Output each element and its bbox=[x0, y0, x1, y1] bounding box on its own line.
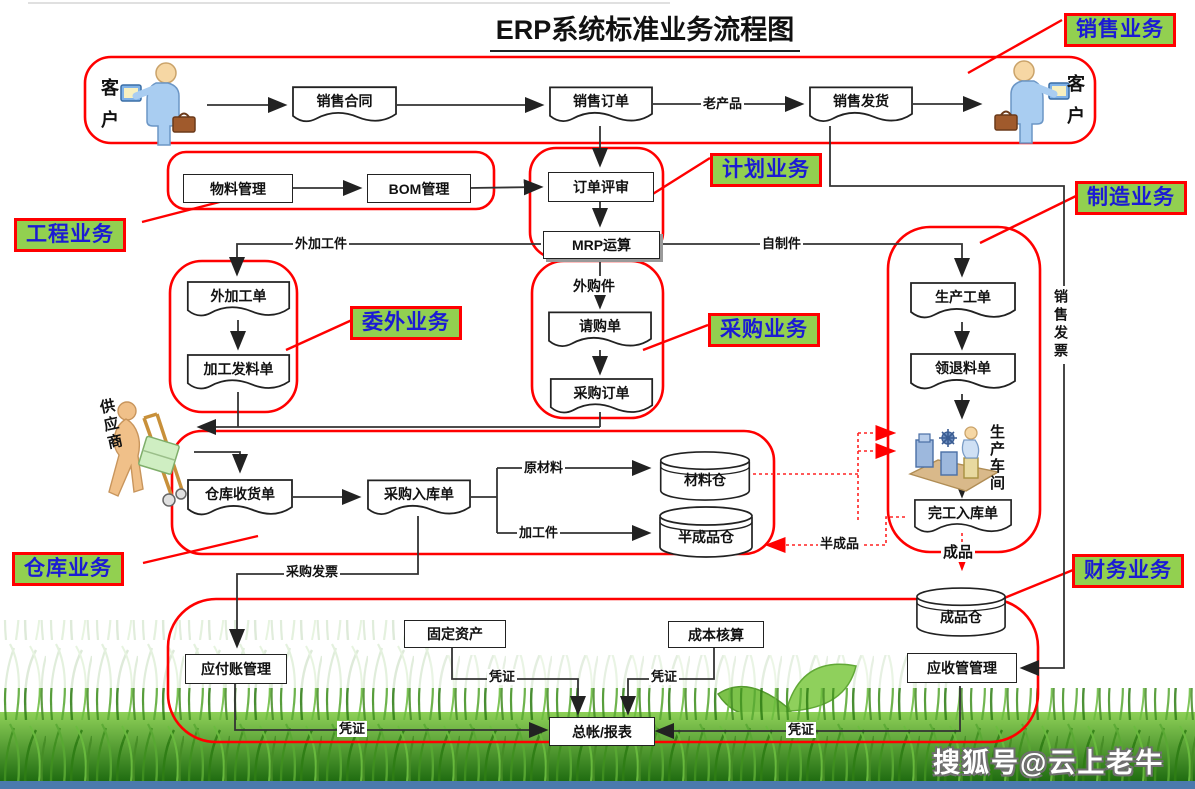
node-order-review: 订单评审 bbox=[548, 172, 654, 202]
group-label-planning: 计划业务 bbox=[710, 153, 822, 188]
node-fixed-assets: 固定资产 bbox=[404, 620, 506, 648]
node-outsource-issue: 加工发料单 bbox=[203, 361, 274, 377]
edge-label-self-made-parts: 自制件 bbox=[760, 236, 804, 252]
group-label-manufacturing: 制造业务 bbox=[1075, 181, 1187, 216]
edge-label-voucher-cost: 凭证 bbox=[649, 669, 680, 685]
node-sales-order: 销售订单 bbox=[573, 93, 629, 109]
node-production-order: 生产工单 bbox=[935, 289, 991, 305]
dashed-flows bbox=[753, 425, 970, 572]
supplier-icon bbox=[107, 400, 188, 508]
node-outsource-order: 外加工单 bbox=[210, 288, 267, 304]
node-ar-mgmt: 应收管管理 bbox=[907, 653, 1017, 683]
node-gl-reports: 总帐/报表 bbox=[549, 717, 655, 746]
node-warehouse-receipt: 仓库收货单 bbox=[205, 486, 275, 502]
connectors bbox=[194, 95, 1065, 740]
node-sales-contract: 销售合同 bbox=[316, 93, 373, 109]
page-title: ERP系统标准业务流程图 bbox=[420, 8, 870, 52]
edge-label-purchase-invoice: 采购发票 bbox=[284, 564, 341, 580]
engineering-group-border bbox=[166, 150, 496, 211]
edge-label-semi-finished: 半成品 bbox=[818, 536, 862, 552]
edge-label-processed-parts: 加工件 bbox=[517, 525, 561, 541]
node-purchase-order: 采购订单 bbox=[573, 385, 630, 401]
node-material-mgmt: 物料管理 bbox=[183, 174, 293, 203]
node-semi-store: 半成品仓 bbox=[678, 529, 734, 545]
edge-label-outsourced-parts: 外加工件 bbox=[293, 236, 350, 252]
group-label-outsourcing: 委外业务 bbox=[350, 306, 462, 341]
node-finished-store: 成品仓 bbox=[940, 609, 982, 625]
edge-label-voucher-fa: 凭证 bbox=[487, 669, 518, 685]
node-cost-accounting: 成本核算 bbox=[668, 621, 764, 648]
procurement-group-border bbox=[530, 259, 665, 420]
edge-label-voucher-ar: 凭证 bbox=[786, 722, 817, 738]
document-shapes bbox=[186, 86, 1016, 533]
edge-label-purchased-parts: 外购件 bbox=[571, 278, 617, 295]
node-material-store: 材料仓 bbox=[684, 472, 726, 488]
node-bom-mgmt: BOM管理 bbox=[367, 174, 471, 203]
group-label-finance: 财务业务 bbox=[1072, 554, 1184, 589]
workshop-icon bbox=[909, 426, 998, 492]
node-sales-delivery: 销售发货 bbox=[833, 93, 889, 109]
actor-label-customer-right: 客户 bbox=[1065, 74, 1085, 138]
node-ap-mgmt: 应付账管理 bbox=[185, 654, 287, 684]
node-completion-receipt: 完工入库单 bbox=[928, 505, 998, 521]
edge-label-old-product: 老产品 bbox=[701, 96, 745, 112]
actor-label-workshop: 生产车间 bbox=[988, 424, 1005, 492]
group-label-warehouse: 仓库业务 bbox=[12, 552, 124, 587]
node-purchase-inbound: 采购入库单 bbox=[384, 486, 454, 502]
sales-group-border bbox=[83, 55, 1097, 145]
edge-label-voucher-ap: 凭证 bbox=[337, 721, 368, 737]
watermark: 搜狐号@云上老牛 bbox=[933, 748, 1165, 778]
node-mrp: MRP运算 bbox=[543, 231, 660, 259]
customer-icon bbox=[121, 63, 195, 145]
edge-label-finished-goods: 成品 bbox=[941, 544, 976, 562]
group-label-procurement: 采购业务 bbox=[708, 313, 820, 348]
actor-label-customer-left: 客户 bbox=[99, 78, 119, 142]
edge-label-raw-material: 原材料 bbox=[522, 460, 566, 476]
edge-label-sales-invoice: 销售发票 bbox=[1051, 286, 1071, 364]
node-material-requisition: 领退料单 bbox=[935, 360, 991, 376]
node-purchase-request: 请购单 bbox=[579, 318, 621, 334]
bottom-bar bbox=[0, 781, 1195, 789]
group-label-engineering: 工程业务 bbox=[14, 218, 126, 253]
group-label-sales: 销售业务 bbox=[1064, 13, 1176, 48]
customer-icon bbox=[995, 61, 1069, 143]
